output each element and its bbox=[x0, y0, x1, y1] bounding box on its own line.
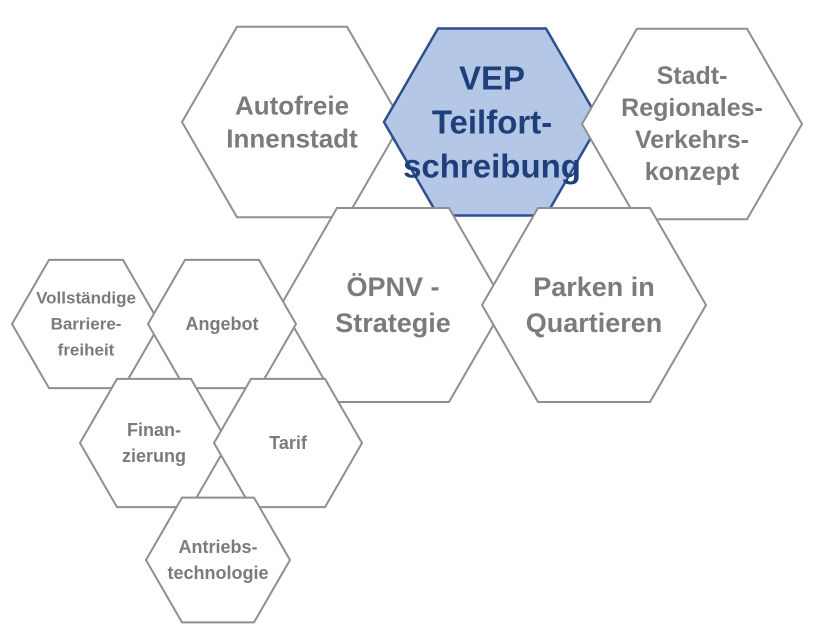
hexagon-parken-in-quartieren: Parken in Quartieren bbox=[480, 207, 708, 403]
hexagon-shape bbox=[580, 27, 804, 221]
hexagon-label-line: freiheit bbox=[58, 341, 115, 360]
hexagon-label-line: Barriere- bbox=[51, 315, 122, 334]
hexagon-label-line: Angebot bbox=[186, 314, 259, 334]
hexagon-shape bbox=[144, 496, 292, 624]
hexagon-shape bbox=[212, 377, 364, 509]
hexagon-vep-teilfortschreibung: VEP Teilfort-schreibung bbox=[382, 27, 602, 217]
hexagon-label-line: zierung bbox=[122, 446, 186, 466]
hexagon-label-line: technologie bbox=[167, 563, 268, 583]
hexagon-label-line: Autofreie bbox=[235, 91, 349, 121]
hexagon-label-line: konzept bbox=[645, 158, 740, 186]
hexagon-shape bbox=[279, 207, 507, 403]
hexagon-oepnv-strategie: ÖPNV - Strategie bbox=[279, 207, 507, 403]
hexagon-label-line: Innenstadt bbox=[226, 124, 358, 154]
hexagon-antriebstechnologie: Antriebs-technologie bbox=[144, 496, 292, 624]
hexagon-label-line: Regionales- bbox=[621, 94, 763, 122]
hexagon-shape bbox=[180, 25, 404, 219]
hexagon-tarif: Tarif bbox=[212, 377, 364, 509]
hexagon-label-line: Antriebs- bbox=[178, 537, 257, 557]
hexagon-shape bbox=[480, 207, 708, 403]
hexagon-label-line: Quartieren bbox=[526, 308, 663, 338]
hexagon-label-line: Teilfort- bbox=[432, 104, 552, 141]
hexagon-label-line: Parken in bbox=[533, 272, 655, 302]
hexagon-label-line: Tarif bbox=[269, 433, 308, 453]
hexagon-finanzierung: Finan-zierung bbox=[78, 377, 230, 509]
hexagon-stadt-regionales-verkehrskonzept: Stadt- Regionales- Verkehrs-konzept bbox=[580, 27, 804, 221]
hexagon-label-line: schreibung bbox=[403, 148, 581, 185]
hexagon-shape bbox=[78, 377, 230, 509]
hexagon-label-line: Verkehrs- bbox=[635, 126, 749, 154]
hexagon-label-line: Strategie bbox=[335, 308, 451, 338]
hexagon-label-line: VEP bbox=[459, 60, 525, 97]
hexagon-label-line: Vollständige bbox=[36, 289, 136, 308]
hexagon-label-line: Finan- bbox=[127, 420, 181, 440]
hexagon-label-line: ÖPNV - bbox=[346, 272, 439, 302]
hexagon-angebot: Angebot bbox=[146, 258, 298, 390]
hexagon-label-line: Stadt- bbox=[657, 62, 728, 90]
